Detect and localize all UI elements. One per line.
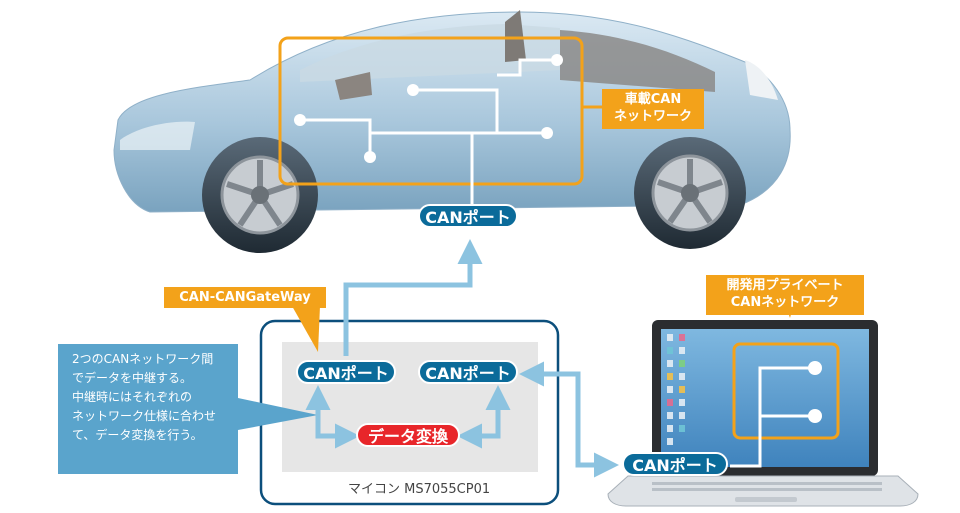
car-can-port: CANポート (418, 204, 518, 228)
note-line: 中継時にはそれぞれの (72, 390, 193, 404)
gateway-label: CAN-CANGateWay (164, 287, 326, 308)
gateway-port-right: CANポート (418, 360, 518, 384)
gateway-label-pointer (292, 306, 320, 352)
data-conversion-block: データ変換 (356, 423, 460, 447)
gateway-port-left: CANポート (296, 360, 396, 384)
mcu-device-name: マイコン MS7055CP01 (348, 482, 491, 497)
note-pointer (238, 398, 318, 430)
dev-can-network-label: 開発用プライベート CANネットワーク (706, 275, 864, 315)
dev-can-label-line2: CANネットワーク (730, 295, 840, 310)
note-line: でデータを中継する。 (72, 371, 193, 385)
laptop-illustration (607, 320, 919, 507)
connection-arrows (305, 239, 619, 478)
note-line: 2つのCANネットワーク間 (72, 352, 214, 366)
dev-can-network (730, 342, 840, 468)
car-can-network (278, 36, 602, 206)
car-can-label-line2: ネットワーク (613, 109, 692, 124)
laptop-can-port: CANポート (622, 452, 728, 476)
dev-can-label-line1: 開発用プライベート (726, 278, 844, 293)
car-can-label-line1: 車載CAN (624, 92, 682, 107)
car-can-network-label: 車載CAN ネットワーク (602, 89, 704, 129)
note-line: て、データ変換を行う。 (72, 428, 203, 442)
gateway-description-note: 2つのCANネットワーク間 でデータを中継する。 中継時にはそれぞれの ネットワ… (58, 344, 238, 474)
note-line: ネットワーク仕様に合わせ (72, 409, 217, 423)
